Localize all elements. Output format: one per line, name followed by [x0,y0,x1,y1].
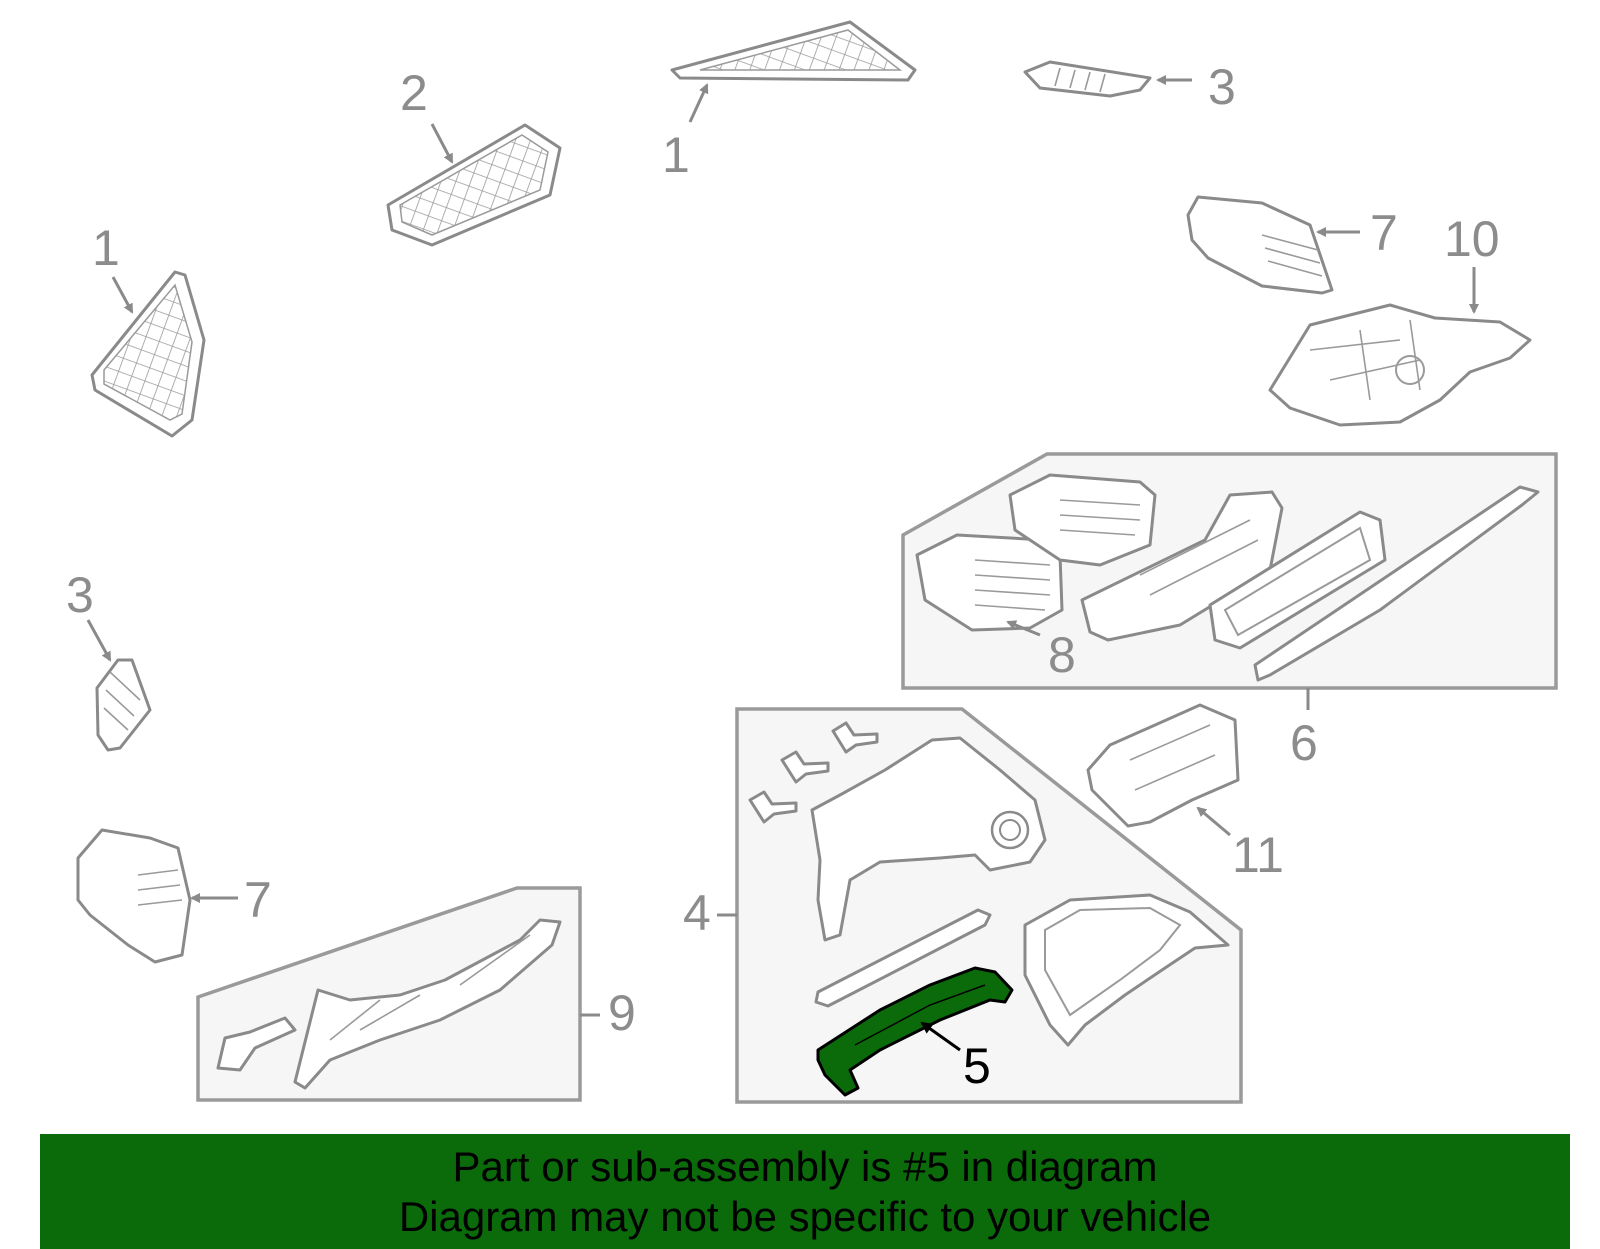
subassembly-box-9 [196,886,582,1102]
screw-3 [748,790,798,824]
banner-line-2: Diagram may not be specific to your vehi… [398,1193,1212,1240]
callout-9: 9 [608,985,636,1041]
support-bracket [1268,303,1532,427]
leader-11 [1196,806,1231,837]
callout-4: 4 [683,885,711,941]
callout-5-highlighted: 5 [963,1038,991,1094]
glove-box-door [1023,893,1230,1047]
screw-2 [780,750,830,784]
knee-bolster-highlighted [816,966,1014,1097]
air-vent-right [1186,195,1334,295]
vent-center-housing [1080,490,1284,642]
parts-diagram: 1 2 3 1 7 10 3 8 6 11 7 4 9 5 [66,20,1558,1104]
leader-8 [1006,620,1041,637]
callout-3-top: 3 [1208,59,1236,115]
callout-1-left: 1 [92,220,120,276]
corner-grille-left [90,270,206,438]
airbag-module [1086,703,1240,828]
callout-10: 10 [1444,211,1500,267]
callout-11: 11 [1232,827,1284,883]
side-vent-top [1023,60,1152,98]
callout-7-right: 7 [1370,205,1398,261]
vent-outer-8 [915,533,1064,632]
leader-1-top [688,83,709,123]
callout-7-left: 7 [244,872,272,928]
callout-1-top: 1 [662,127,690,183]
leader-2 [430,123,454,164]
glove-box-bracket [293,918,562,1090]
banner-line-1: Part or sub-assembly is #5 in diagram [452,1143,1158,1190]
air-vent-left [76,828,192,964]
leader-5 [920,1021,961,1052]
defroster-grille-top [670,20,917,82]
vent-upper-center [1008,473,1157,567]
speaker-grille-center [386,123,562,247]
lower-dash-panel [810,736,1047,942]
callout-6: 6 [1290,715,1318,771]
callout-8: 8 [1048,627,1076,683]
leader-3-left [86,619,112,662]
trim-strip [1253,485,1540,682]
callout-2: 2 [400,65,428,121]
bolster-trim-strip [814,908,992,1008]
leader-1-left [111,276,134,314]
info-banner: Part or sub-assembly is #5 in diagram Di… [40,1134,1570,1249]
screw-1 [831,721,879,754]
callout-3-left: 3 [66,567,94,623]
bracket-small [216,1016,297,1072]
vent-trim-panel [1208,510,1387,650]
side-vent-left [95,658,152,752]
